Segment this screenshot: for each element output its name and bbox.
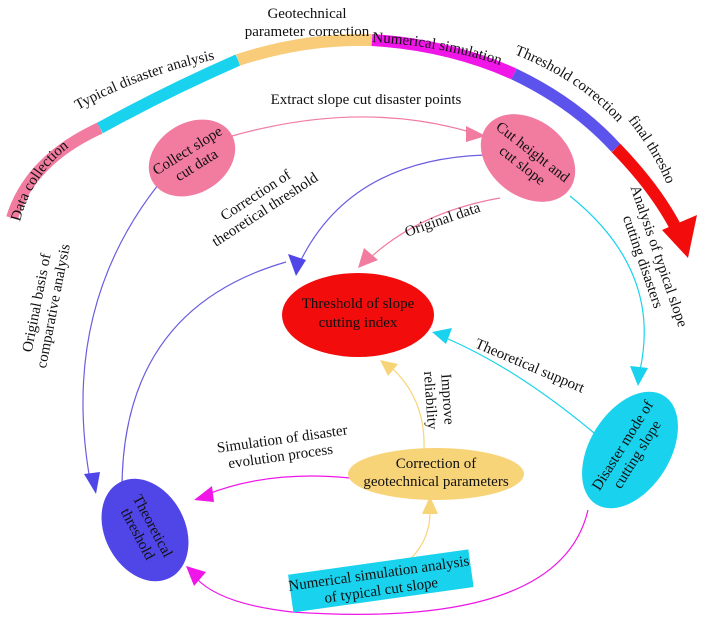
node-collect-slope-cut-data: Collect slope cut data xyxy=(148,119,236,197)
edge-analysis-typical-arrow xyxy=(630,366,648,386)
timeline-segment-numerical xyxy=(371,34,517,80)
edge-label-improve-1: Improve xyxy=(437,373,457,425)
numerical-simulation-box: Numerical simulation analysis of typical… xyxy=(287,549,474,613)
edge-original-data-arrow xyxy=(358,248,378,268)
edge-numerical-up-arrow xyxy=(422,496,438,514)
edge-original-data xyxy=(369,197,501,259)
timeline-label-numerical: Numerical simulation xyxy=(372,30,504,69)
edge-label-original-data: Original data xyxy=(403,200,483,241)
node-geo-correction-label-1: Correction of xyxy=(396,456,476,472)
timeline-label-data-collection: Data collection xyxy=(8,137,72,223)
node-threshold-of-slope-cutting-index: Threshold of slope cutting index xyxy=(282,273,434,357)
timeline-label-geotechnical-2: parameter correction xyxy=(245,24,370,40)
timeline-arrowhead xyxy=(662,215,697,258)
edge-original-basis xyxy=(82,184,159,481)
node-threshold-index-label-2: cutting index xyxy=(319,315,398,331)
edges xyxy=(82,116,648,615)
edge-improve xyxy=(391,367,425,451)
timeline-segment-final xyxy=(611,143,682,231)
node-disaster-mode-of-cutting-slope: Disaster mode of cutting slope xyxy=(582,391,678,509)
edge-simulation-evolution-arrow xyxy=(194,486,214,502)
edge-analysis-typical xyxy=(569,195,645,371)
timeline-band: Data collection Typical disaster analysi… xyxy=(0,0,697,258)
timeline-segment-typical-disaster xyxy=(97,54,241,134)
edge-correction-theoretical xyxy=(299,154,485,263)
node-theoretical-threshold: Theoretical threshold xyxy=(101,478,189,582)
edge-label-extract: Extract slope cut disaster points xyxy=(271,92,462,108)
edge-extract-arrow xyxy=(466,126,486,142)
timeline-segment-data-collection xyxy=(6,122,103,220)
edge-simulation-evolution xyxy=(207,475,351,495)
edge-bottom-magenta-arrow xyxy=(186,566,206,586)
edge-label-improve-2: reliability xyxy=(420,371,440,431)
timeline-label-geotechnical-1: Geotechnical xyxy=(267,6,346,22)
timeline-segment-geotechnical xyxy=(236,33,373,66)
timeline-segment-threshold-correction xyxy=(511,68,621,153)
edge-theoretical-support-arrow xyxy=(432,328,452,344)
edge-label-theoretical-support: Theoretical support xyxy=(473,336,588,397)
node-correction-of-geotechnical-parameters: Correction of geotechnical parameters xyxy=(348,448,524,500)
edge-improve-arrow xyxy=(380,360,398,376)
node-geo-correction-label-2: geotechnical parameters xyxy=(363,474,508,490)
edge-correction-theoretical-arrow xyxy=(288,254,306,276)
node-threshold-index-label-1: Threshold of slope xyxy=(302,296,415,312)
edge-original-basis-arrow xyxy=(84,472,100,494)
edge-theoretical-support xyxy=(445,337,601,439)
edge-bottom-magenta xyxy=(195,509,589,615)
edge-theoretical-up xyxy=(121,261,287,495)
edge-extract xyxy=(231,116,471,137)
